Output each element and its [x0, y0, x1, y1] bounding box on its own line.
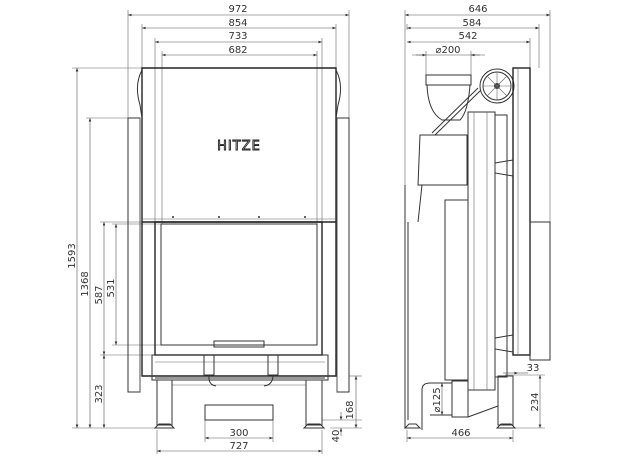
fan-icon — [479, 68, 515, 104]
dim-label-587: 587 — [94, 285, 105, 304]
dim-label-682: 682 — [228, 45, 247, 56]
glass-pane — [160, 223, 318, 346]
dim-label-531: 531 — [106, 278, 117, 297]
left-base-bracket — [203, 354, 215, 376]
top-hinge-brackets — [136, 69, 342, 119]
base-skirt — [151, 354, 329, 381]
hood — [417, 134, 468, 186]
rear-leg-frame — [421, 382, 453, 430]
dim-label-854: 854 — [228, 18, 247, 29]
air-inlet — [204, 404, 274, 421]
door-guide — [494, 114, 508, 378]
right-side-panel — [336, 117, 350, 393]
firebox-back — [444, 199, 469, 381]
dim-label-972: 972 — [228, 4, 247, 15]
dim-label-inlet-diameter: ⌀125 — [432, 387, 443, 412]
dim-label-168: 168 — [345, 400, 356, 419]
side-leg-feet — [403, 423, 517, 429]
base-hooks — [208, 374, 274, 387]
hitze-logo: HITZE — [217, 139, 261, 155]
fireplace-body — [141, 67, 337, 377]
leg-feet — [153, 423, 326, 429]
dim-label-33: 33 — [527, 363, 540, 374]
dim-label-727: 727 — [229, 441, 248, 452]
dim-label-40: 40 — [331, 430, 342, 443]
side-cladding — [529, 221, 551, 361]
dim-label-584: 584 — [462, 18, 481, 29]
door-frame — [154, 221, 323, 356]
right-leg — [305, 379, 323, 426]
air-inlet-pipe — [451, 380, 469, 418]
dim-label-flue-diameter: ⌀200 — [435, 45, 460, 56]
left-side-panel — [127, 117, 141, 393]
dim-label-733: 733 — [228, 31, 247, 42]
dim-label-234: 234 — [530, 392, 541, 411]
dim-label-323: 323 — [94, 384, 105, 403]
dim-label-542: 542 — [458, 31, 477, 42]
hitze-logo-text: HITZE — [217, 139, 261, 154]
side-column — [467, 111, 496, 391]
right-base-bracket — [267, 354, 279, 376]
front-leg — [497, 375, 514, 426]
flue-collar — [425, 74, 472, 86]
dim-label-1368: 1368 — [80, 271, 91, 296]
inlet-duct — [467, 390, 499, 418]
lintel-screws — [172, 216, 306, 218]
dim-label-646: 646 — [468, 4, 487, 15]
side-view: 646 584 542 ⌀200 — [403, 4, 551, 442]
dim-label-300: 300 — [229, 428, 248, 439]
door-handle[interactable] — [213, 340, 265, 348]
counterweight-rod — [431, 87, 479, 134]
dim-label-466: 466 — [451, 428, 470, 439]
front-panel — [512, 67, 531, 356]
door-brackets — [494, 159, 514, 353]
front-view: 972 854 733 682 1593 1368 587 531 323 HI… — [67, 4, 362, 454]
dim-label-1593: 1593 — [67, 243, 78, 268]
left-leg — [156, 379, 173, 426]
